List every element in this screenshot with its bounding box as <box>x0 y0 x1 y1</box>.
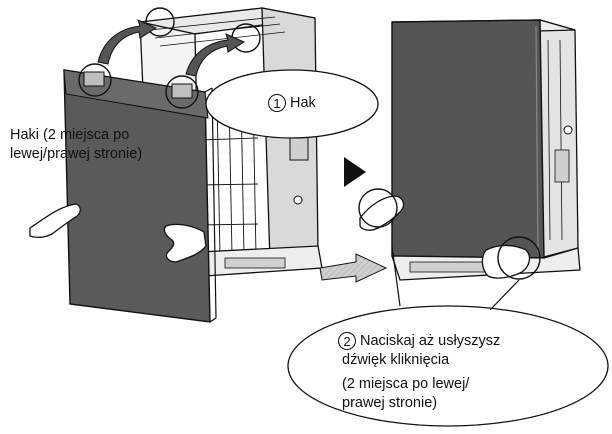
step2-text-line1: Naciskaj aż usłyszysz <box>360 333 500 349</box>
hooks-label-line1: Haki (2 miejsca po <box>10 126 129 144</box>
left-front-panel <box>64 70 216 322</box>
push-arrow <box>320 254 386 282</box>
hooks-label-line2: lewej/prawej stronie) <box>10 145 142 163</box>
step2-text-line2: dźwięk kliknięcia <box>342 351 449 369</box>
next-step-arrow <box>344 157 366 187</box>
step2-text-line3: (2 miejsca po lewej/ <box>342 375 469 393</box>
step1-text: Hak <box>290 95 316 111</box>
step2-number: 2 <box>338 332 356 350</box>
right-unit <box>392 20 580 280</box>
step1-number: 1 <box>268 94 286 112</box>
step2-text-line4: prawej stronie) <box>342 394 437 412</box>
